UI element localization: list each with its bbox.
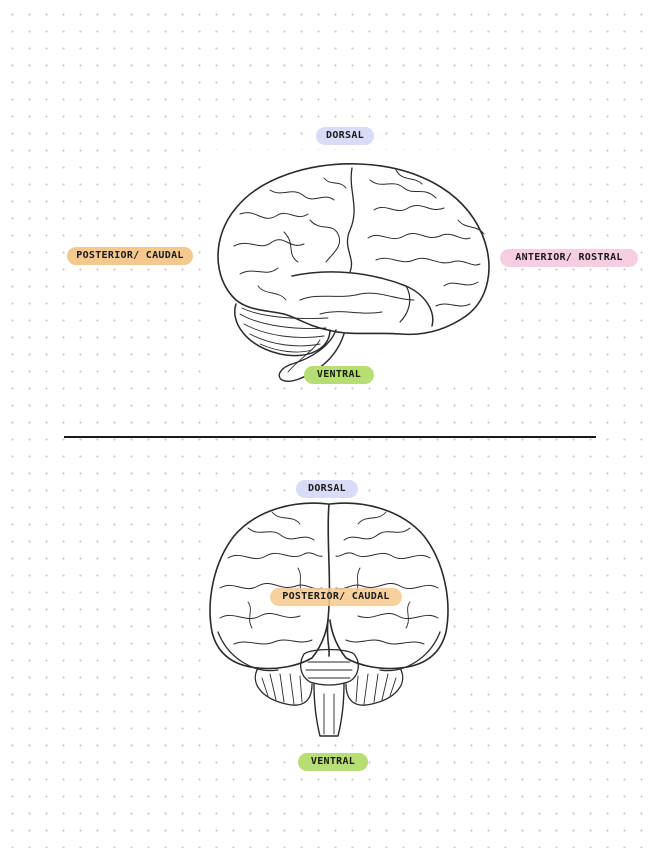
side-dorsal-label: DORSAL [316, 127, 374, 145]
front-ventral-label: VENTRAL [298, 753, 368, 771]
brain-lateral-view-icon [200, 150, 500, 385]
front-posterior-caudal-label: POSTERIOR/ CAUDAL [270, 588, 402, 606]
side-anterior-rostral-label: ANTERIOR/ ROSTRAL [500, 249, 638, 267]
front-dorsal-label: DORSAL [296, 480, 358, 498]
side-ventral-label: VENTRAL [304, 366, 374, 384]
section-divider [64, 436, 596, 438]
brain-frontal-view-icon [208, 498, 450, 740]
side-posterior-caudal-label: POSTERIOR/ CAUDAL [67, 247, 193, 265]
